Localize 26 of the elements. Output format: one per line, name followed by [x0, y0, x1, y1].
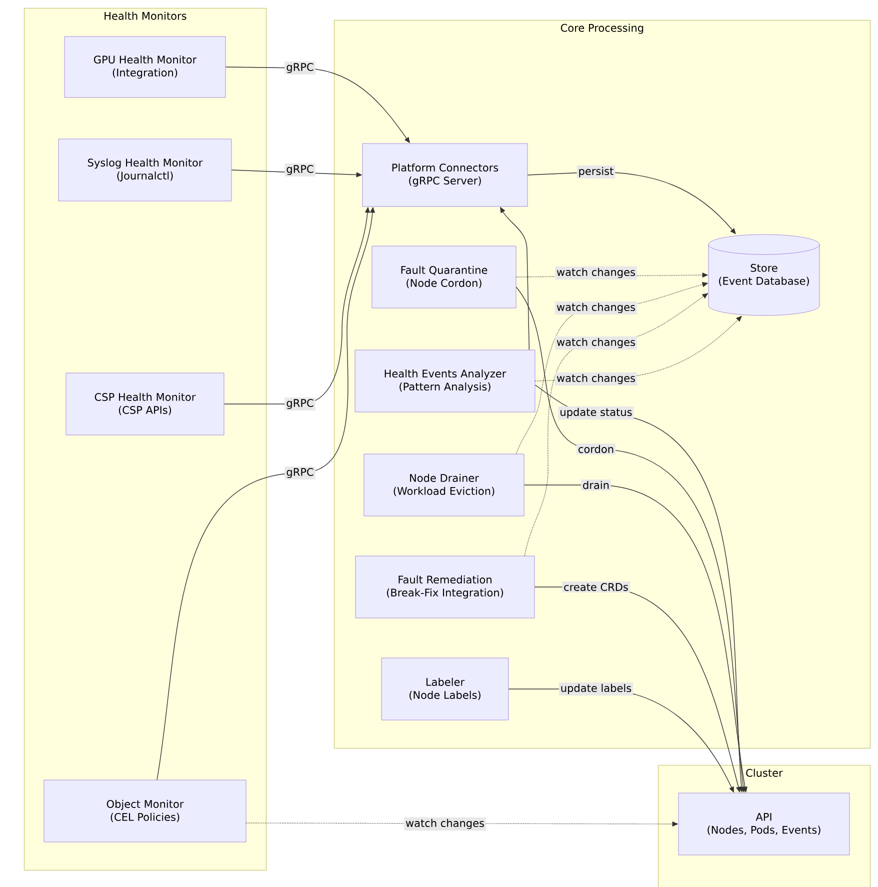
process-box: Node Drainer (Workload Eviction)	[364, 454, 524, 516]
process-box: Fault Remediation (Break-Fix Integration)	[355, 556, 535, 618]
edge-label: gRPC	[284, 398, 316, 410]
process-box: Fault Quarantine (Node Cordon)	[372, 246, 516, 308]
edge-label: drain	[581, 479, 611, 491]
process-box: CSP Health Monitor (CSP APIs)	[66, 372, 224, 436]
edge-label: watch changes	[404, 817, 486, 831]
edge-label: persist	[576, 165, 616, 179]
edge-label: watch changes	[555, 372, 637, 386]
database-cylinder: Store (Event Database)	[708, 234, 820, 316]
edge-label: gRPC	[284, 466, 316, 480]
process-box: GPU Health Monitor (Integration)	[64, 36, 226, 98]
edge-label: update labels	[558, 682, 634, 696]
process-box: Syslog Health Monitor (Journalctl)	[58, 138, 232, 202]
process-box: Platform Connectors (gRPC Server)	[362, 143, 528, 207]
edge-label: gRPC	[284, 164, 316, 176]
process-box: Labeler (Node Labels)	[381, 658, 509, 720]
edge-label: watch changes	[555, 336, 637, 350]
process-box: API (Nodes, Pods, Events)	[678, 792, 850, 856]
process-box: Health Events Analyzer (Pattern Analysis)	[354, 350, 536, 412]
edge-label: watch changes	[555, 266, 637, 280]
edge-label: update status	[558, 406, 634, 420]
edge-label: watch changes	[555, 301, 637, 315]
edge-label: gRPC	[284, 62, 316, 74]
process-box: Object Monitor (CEL Policies)	[44, 780, 246, 842]
edge-label: create CRDs	[562, 582, 630, 592]
